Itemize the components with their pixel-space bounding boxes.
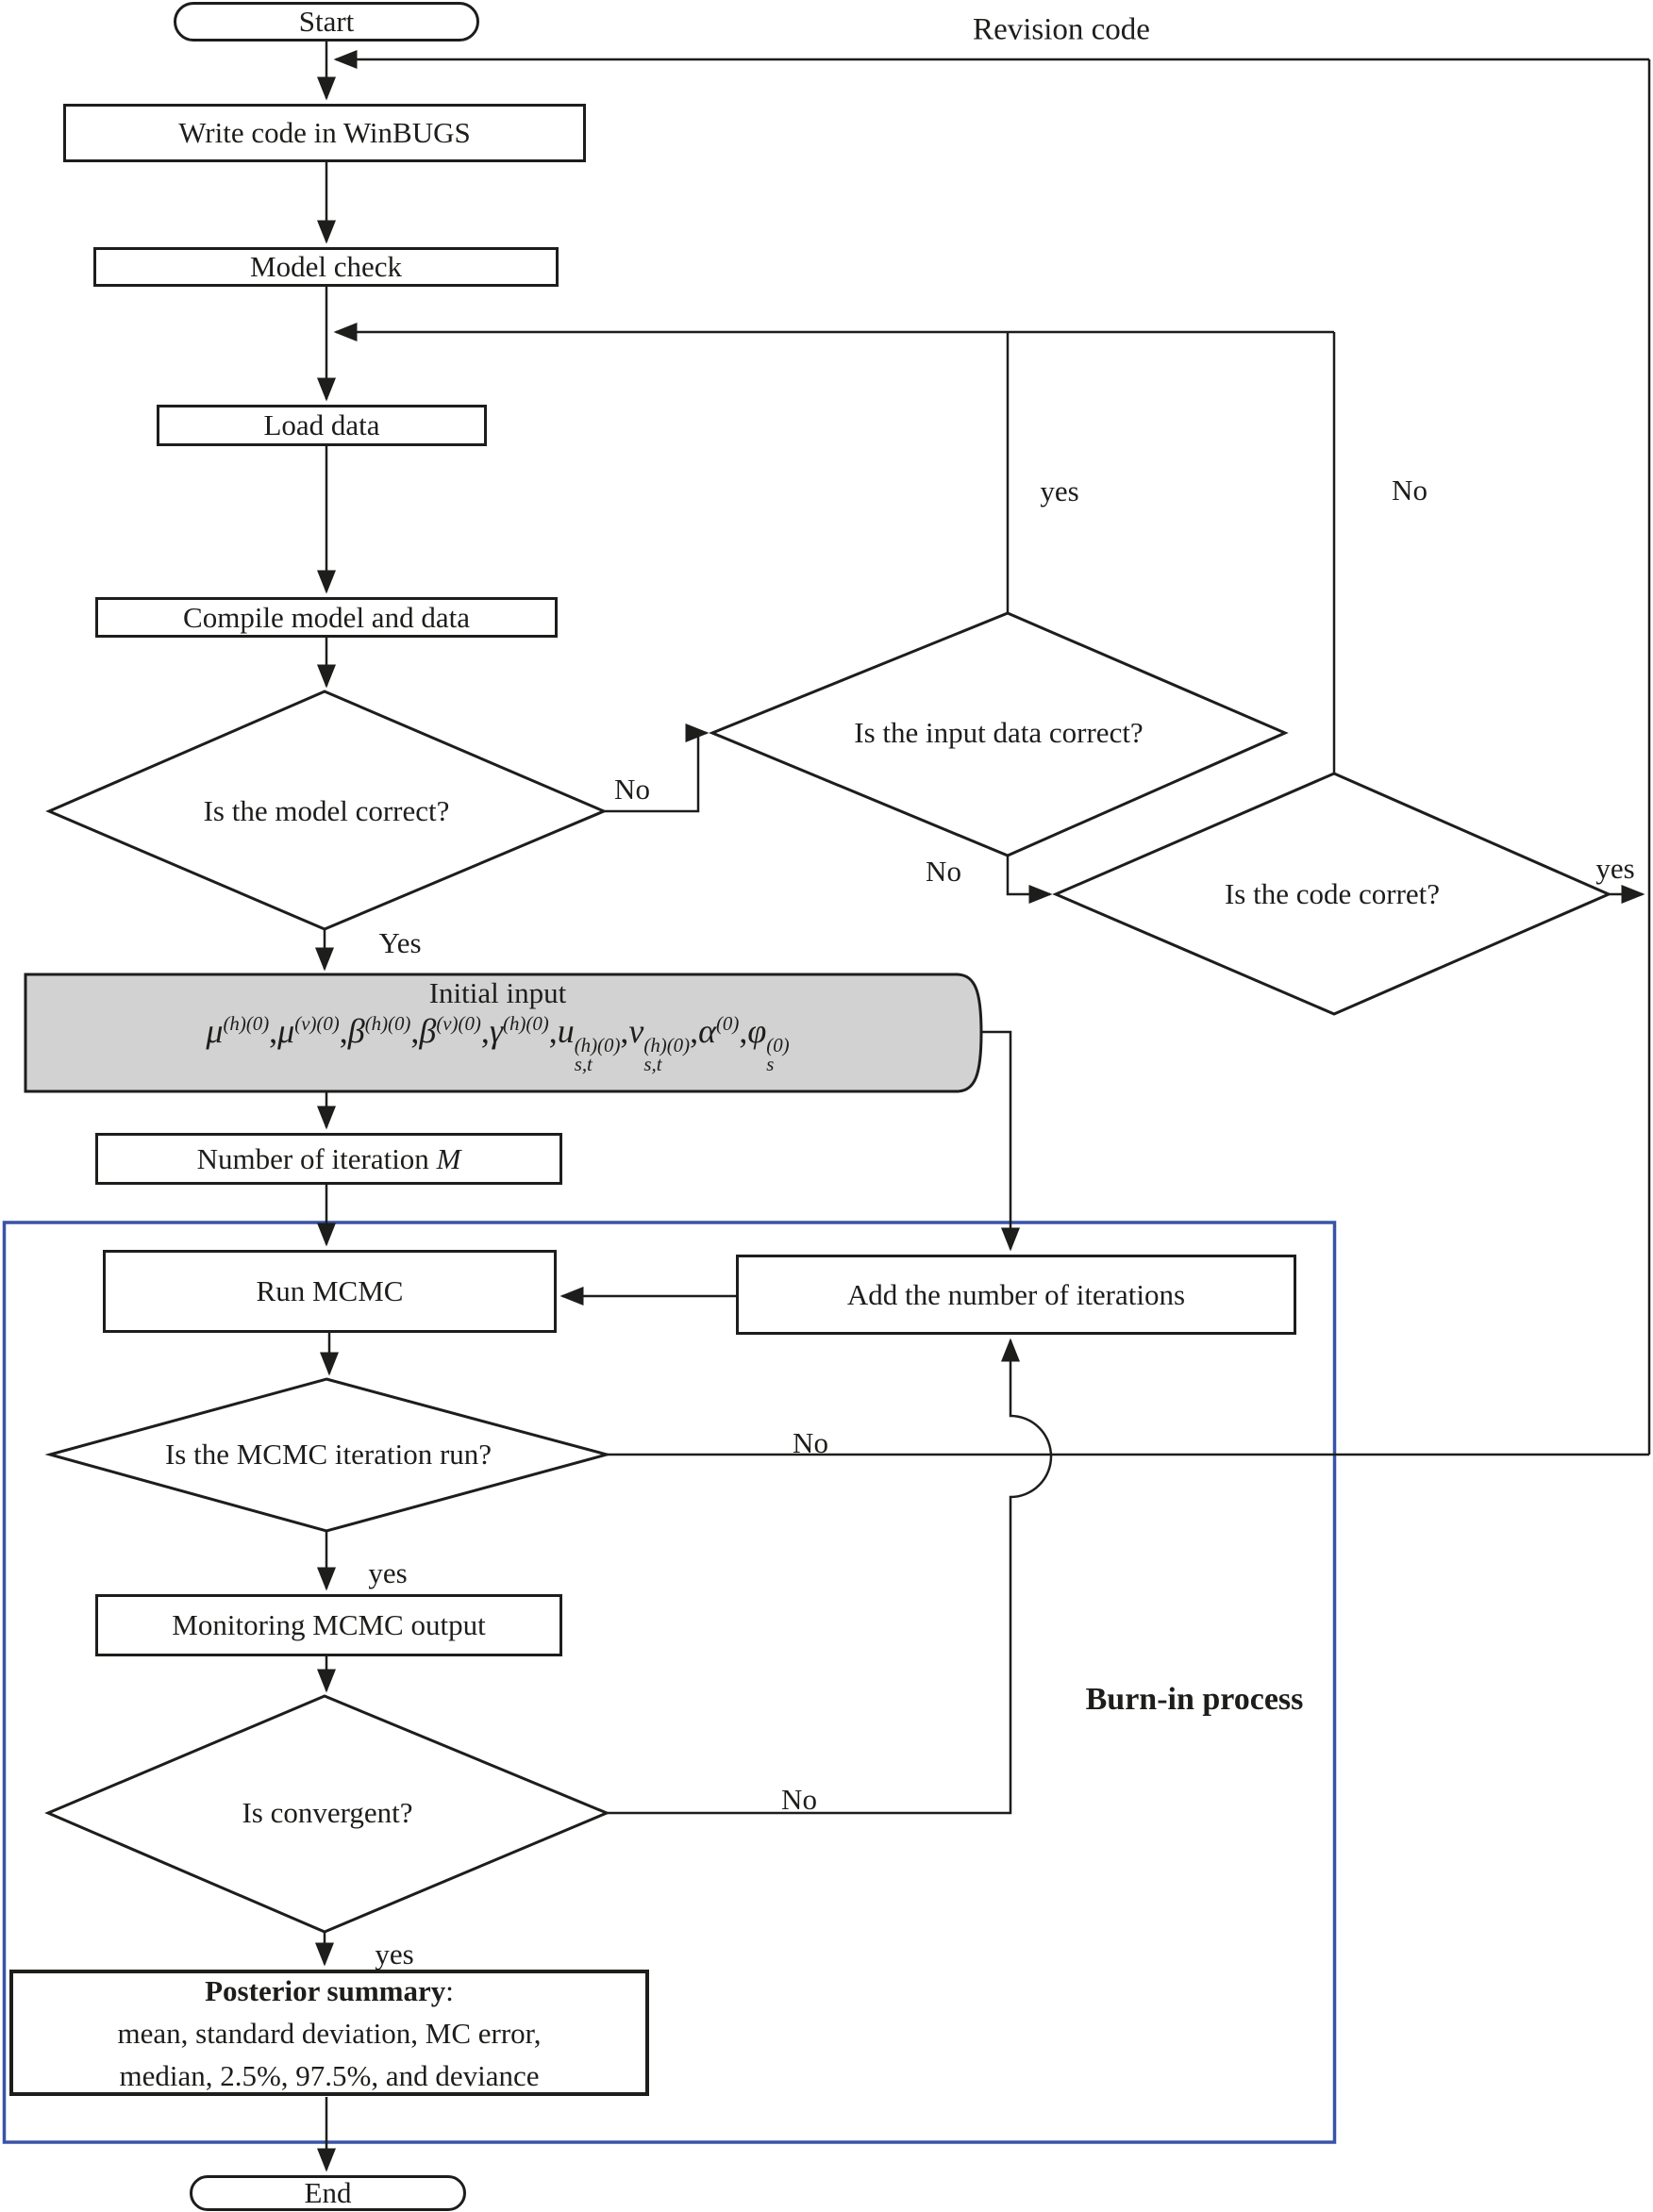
code-yes-label: yes xyxy=(1595,852,1635,885)
posterior-line3: median, 2.5%, 97.5%, and deviance xyxy=(119,2058,540,2092)
diamond-code-correct xyxy=(1052,772,1612,1016)
conv-yes-label: yes xyxy=(375,1938,414,1971)
revision-code-label: Revision code xyxy=(973,12,1150,47)
input-yes-label: yes xyxy=(1040,474,1079,507)
code-no-label: No xyxy=(1392,474,1428,507)
posterior-line2: mean, standard deviation, MC error, xyxy=(117,2016,542,2050)
monitoring-label: Monitoring MCMC output xyxy=(172,1608,486,1642)
diamond-mcmc-iteration-run xyxy=(44,1377,612,1533)
mcmc-yes-label: yes xyxy=(368,1556,408,1589)
add-iterations-node: Add the number of iterations xyxy=(736,1255,1296,1335)
model-correct-label: Is the model correct? xyxy=(203,794,450,827)
end-label: End xyxy=(304,2176,352,2210)
edge-model-no xyxy=(604,723,710,813)
mcmc-iteration-run-label: Is the MCMC iteration run? xyxy=(164,1438,493,1471)
load-data-node: Load data xyxy=(157,405,487,446)
compile-node: Compile model and data xyxy=(95,597,558,638)
write-code-label: Write code in WinBUGS xyxy=(178,116,471,150)
diamond-is-convergent xyxy=(44,1694,610,1934)
model-check-label: Model check xyxy=(250,250,402,284)
model-check-node: Model check xyxy=(93,247,559,287)
run-mcmc-node: Run MCMC xyxy=(103,1250,557,1333)
edge-conv-no xyxy=(607,1338,1053,1815)
posterior-title: Posterior summary: xyxy=(205,1973,454,2007)
conv-no-label: No xyxy=(781,1783,817,1816)
diamond-input-data-correct xyxy=(709,611,1289,857)
initial-input-shape xyxy=(24,973,983,1093)
end-node: End xyxy=(190,2175,466,2211)
burn-in-process-label: Burn-in process xyxy=(1085,1682,1304,1717)
number-iteration-label: Number of iteration M xyxy=(196,1141,461,1175)
add-iterations-label: Add the number of iterations xyxy=(846,1277,1186,1311)
input-data-correct-label: Is the input data correct? xyxy=(854,716,1144,749)
write-code-node: Write code in WinBUGS xyxy=(63,104,586,162)
code-correct-label: Is the code corret? xyxy=(1224,877,1441,910)
run-mcmc-label: Run MCMC xyxy=(256,1274,404,1308)
start-node: Start xyxy=(174,2,479,42)
model-yes-label: Yes xyxy=(378,926,422,959)
start-label: Start xyxy=(298,5,355,39)
compile-label: Compile model and data xyxy=(183,600,470,634)
model-no-label: No xyxy=(614,773,650,806)
edge-init-to-add xyxy=(972,1030,1020,1252)
edge-inputdata-no xyxy=(1006,856,1053,904)
initial-input-parameters: μ(h)(0),μ(v)(0),β(h)(0),β(v)(0),γ(h)(0),… xyxy=(206,1012,790,1076)
number-iteration-node: Number of iteration M xyxy=(95,1133,562,1185)
posterior-summary-node: Posterior summary: mean, standard deviat… xyxy=(9,1970,649,2096)
mcmc-no-label: No xyxy=(793,1426,828,1459)
input-no-label: No xyxy=(926,855,961,888)
is-convergent-label: Is convergent? xyxy=(242,1796,413,1829)
diamond-model-correct xyxy=(45,690,608,931)
initial-input-title: Initial input xyxy=(428,976,567,1009)
load-data-label: Load data xyxy=(263,408,380,442)
burn-in-boundary xyxy=(2,1221,1337,2144)
monitoring-node: Monitoring MCMC output xyxy=(95,1594,562,1656)
